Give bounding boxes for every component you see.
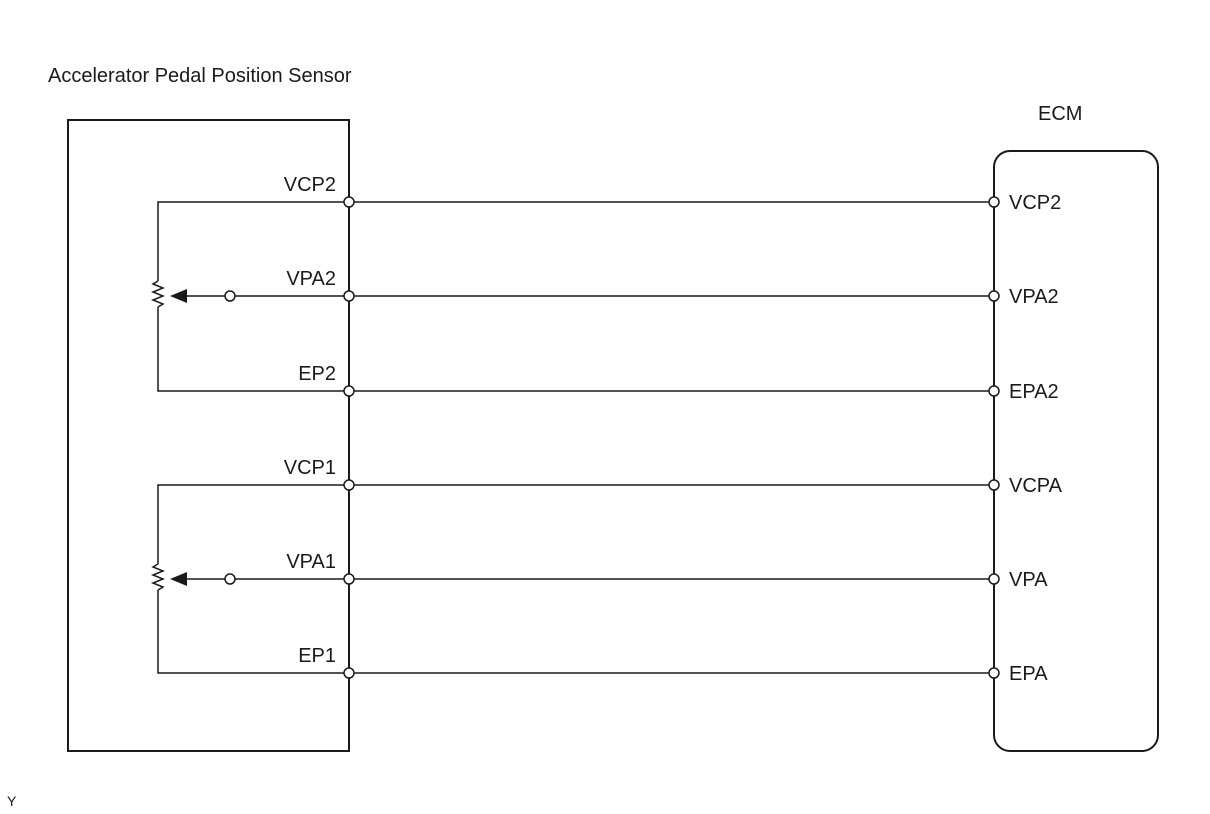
terminal-ecm-vcp2 — [988, 196, 1000, 208]
ecm-title: ECM — [1038, 103, 1083, 125]
sensor-box — [67, 119, 350, 752]
wiper-terminal-2 — [224, 290, 236, 302]
terminal-sensor-vpa2 — [343, 290, 355, 302]
ecm-pin-label: EPA2 — [1009, 381, 1059, 403]
wiper-arrow-2-icon — [170, 289, 187, 303]
sensor-pin-label: VCP2 — [283, 174, 336, 196]
potentiometer-1 — [150, 484, 349, 674]
sensor-pin-label: VPA1 — [286, 551, 336, 573]
potentiometer-2 — [150, 201, 349, 392]
sensor-pin-label: VCP1 — [283, 457, 336, 479]
sensor-title: Accelerator Pedal Position Sensor — [48, 65, 352, 87]
terminal-sensor-vpa1 — [343, 573, 355, 585]
resistor-2-icon — [150, 280, 166, 308]
ecm-pin-label: EPA — [1009, 663, 1048, 685]
ecm-box — [993, 150, 1159, 752]
terminal-ecm-vpa — [988, 573, 1000, 585]
wires — [349, 201, 994, 674]
terminal-sensor-ep1 — [343, 667, 355, 679]
terminal-ecm-epa2 — [988, 385, 1000, 397]
terminal-sensor-vcp1 — [343, 479, 355, 491]
resistor-1-icon — [150, 563, 166, 591]
sensor-terminals — [343, 196, 355, 679]
ecm-pin-label: VCP2 — [1009, 192, 1062, 214]
wiper-arrow-1-icon — [170, 572, 187, 586]
terminal-ecm-epa — [988, 667, 1000, 679]
terminal-sensor-vcp2 — [343, 196, 355, 208]
ecm-pin-label: VPA — [1009, 569, 1048, 591]
terminal-sensor-ep2 — [343, 385, 355, 397]
ecm-pin-label: VPA2 — [1009, 286, 1059, 308]
wiper-terminal-1 — [224, 573, 236, 585]
figure-code: Y — [7, 793, 17, 809]
ecm-pin-label: VCPA — [1009, 475, 1062, 497]
sensor-pin-label: EP2 — [298, 363, 336, 385]
ecm-terminals — [988, 196, 1000, 679]
terminal-ecm-vcpa — [988, 479, 1000, 491]
sensor-pin-label: EP1 — [298, 645, 336, 667]
terminal-ecm-vpa2 — [988, 290, 1000, 302]
sensor-pin-label: VPA2 — [286, 268, 336, 290]
